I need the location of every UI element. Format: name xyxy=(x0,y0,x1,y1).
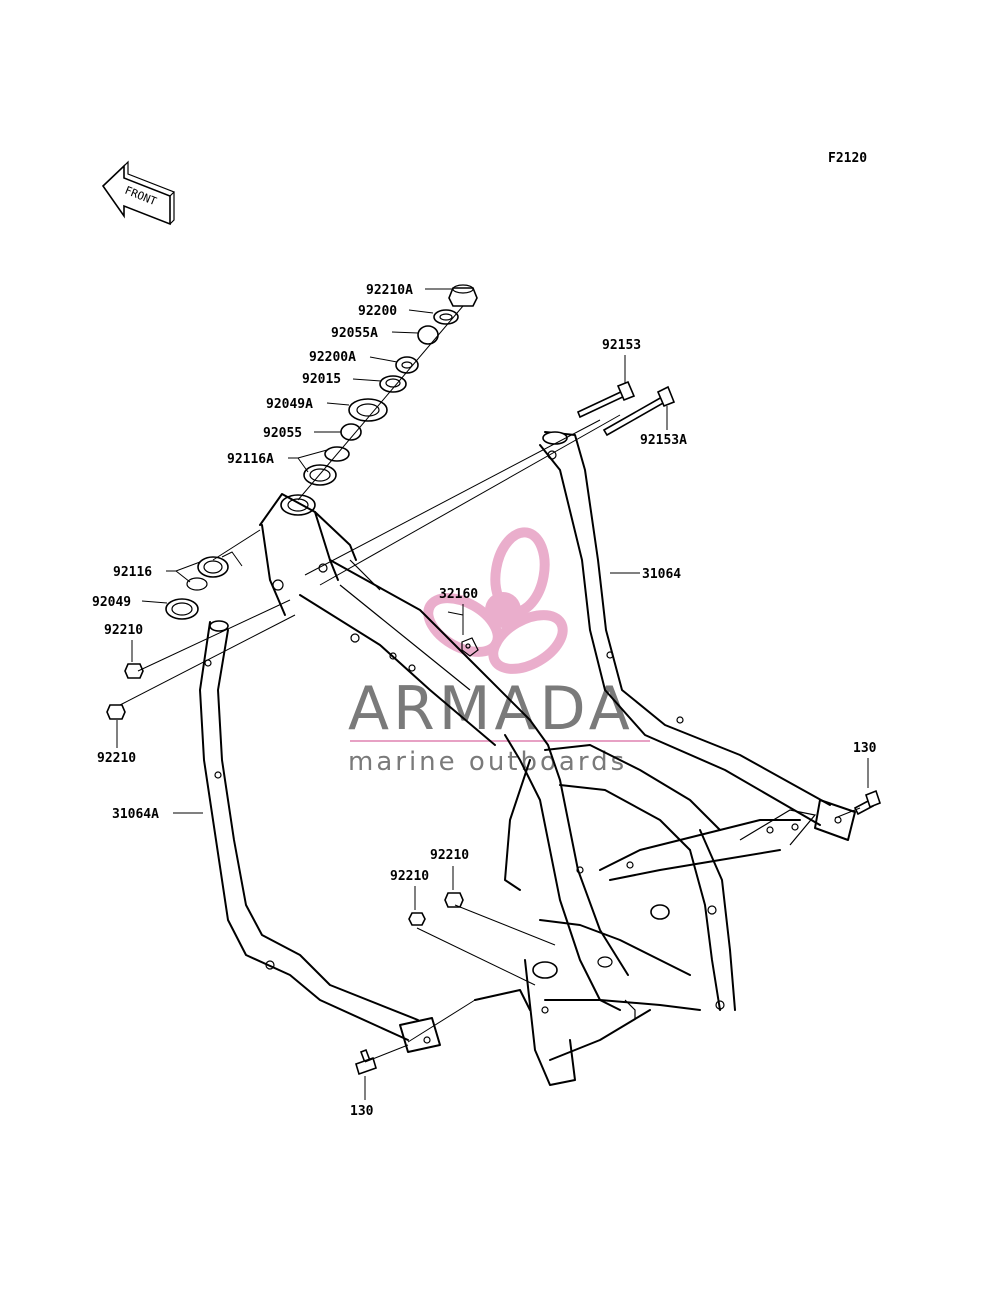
front-arrow-icon: FRONT xyxy=(101,160,176,226)
watermark-tagline: marine outboards xyxy=(348,747,627,777)
part-label-92210-upper: 92210 xyxy=(104,623,143,638)
part-label-130-right: 130 xyxy=(853,741,877,756)
diagram-code: F2120 xyxy=(828,151,867,166)
part-label-92200: 92200 xyxy=(358,304,397,319)
part-label-92049A: 92049A xyxy=(266,397,313,412)
part-label-92055A: 92055A xyxy=(331,326,378,341)
part-label-92210-lower: 92210 xyxy=(97,751,136,766)
part-label-130-left: 130 xyxy=(350,1104,374,1119)
part-label-92210-mid-left: 92210 xyxy=(390,869,429,884)
part-label-32160: 32160 xyxy=(439,587,478,602)
part-label-92116: 92116 xyxy=(113,565,152,580)
part-label-92015: 92015 xyxy=(302,372,341,387)
part-label-92049: 92049 xyxy=(92,595,131,610)
watermark-brand: ARMADA xyxy=(348,674,634,744)
part-label-31064: 31064 xyxy=(642,567,681,582)
part-label-92153: 92153 xyxy=(602,338,641,353)
steering-stem-parts xyxy=(106,284,881,1076)
part-label-92055: 92055 xyxy=(263,426,302,441)
assembly-lines xyxy=(119,305,861,1063)
part-label-31064A: 31064A xyxy=(112,807,159,822)
part-label-92210-mid-right: 92210 xyxy=(430,848,469,863)
part-label-92116A: 92116A xyxy=(227,452,274,467)
part-labels: 92210A 92200 92055A 92200A 92015 92049A … xyxy=(92,283,877,1119)
watermark-logo-icon xyxy=(423,527,568,674)
part-label-92153A: 92153A xyxy=(640,433,687,448)
part-label-92210A: 92210A xyxy=(366,283,413,298)
part-label-92200A: 92200A xyxy=(309,350,356,365)
frame-drawing xyxy=(199,431,856,1086)
